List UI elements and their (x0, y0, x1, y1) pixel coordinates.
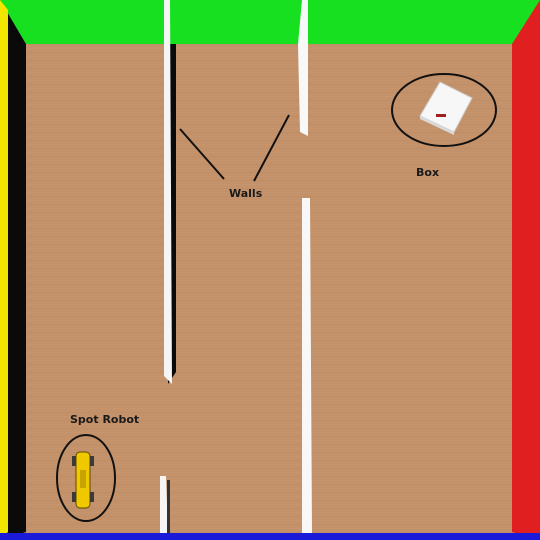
interior-wall-1 (164, 0, 172, 384)
walls-label: Walls (229, 187, 263, 200)
top-wall (0, 0, 540, 44)
bottom-wall (0, 533, 540, 540)
box-icon (419, 81, 473, 135)
spot-robot-highlight-ellipse (56, 434, 116, 522)
right-wall (512, 0, 540, 540)
interior-wall-1-lower-shadow (167, 480, 170, 533)
spot-robot-label: Spot Robot (70, 413, 140, 426)
interior-wall-2-bottom (302, 198, 312, 533)
box-highlight-ellipse (391, 73, 497, 147)
walls-pointer-left (179, 128, 225, 180)
left-wall-stripe (0, 0, 8, 540)
walls-pointer-right (253, 114, 290, 182)
spot-robot-icon (72, 451, 94, 509)
interior-wall-2-top (298, 0, 308, 136)
box-label: Box (416, 166, 440, 179)
interior-wall-1-lower (160, 476, 168, 533)
